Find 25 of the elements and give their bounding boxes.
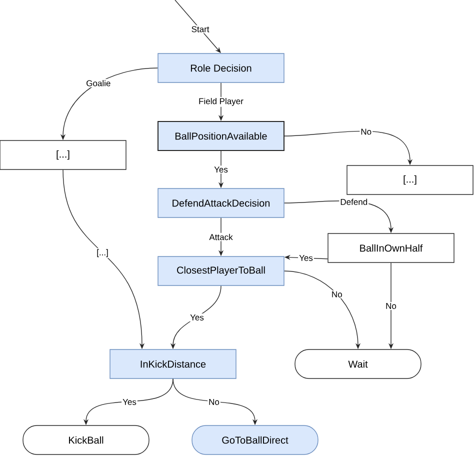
process-box: [...] bbox=[0, 140, 126, 170]
edge-label: Yes bbox=[122, 398, 138, 406]
edge-label: [...] bbox=[96, 248, 110, 258]
process-box: DefendAttackDecision bbox=[158, 188, 284, 218]
process-box: ClosestPlayerToBall bbox=[158, 256, 284, 286]
edge-label: No bbox=[208, 398, 220, 406]
edge-label: Yes bbox=[213, 166, 229, 174]
terminal-box: KickBall bbox=[22, 425, 150, 455]
edge-label: Start bbox=[190, 25, 210, 34]
terminal-box: Wait bbox=[294, 349, 422, 379]
process-box: Role Decision bbox=[158, 53, 284, 83]
edge-label: Defend bbox=[339, 198, 369, 206]
terminal-box: GoToBallDirect bbox=[192, 425, 318, 455]
edge-label: Yes bbox=[189, 314, 205, 322]
edge-label: Yes bbox=[298, 254, 314, 262]
process-box: BallPositionAvailable bbox=[158, 121, 284, 151]
edge-label: No bbox=[360, 128, 373, 136]
edge-label: No bbox=[384, 302, 398, 310]
process-box: InKickDistance bbox=[110, 349, 236, 379]
process-box: [...] bbox=[346, 165, 474, 195]
edge-label: Goalie bbox=[85, 79, 112, 88]
edge-label: Field Player bbox=[198, 96, 244, 107]
edge-label: Attack bbox=[208, 232, 234, 242]
process-box: BallInOwnHalf bbox=[328, 233, 454, 263]
edge-label: No bbox=[330, 290, 344, 298]
